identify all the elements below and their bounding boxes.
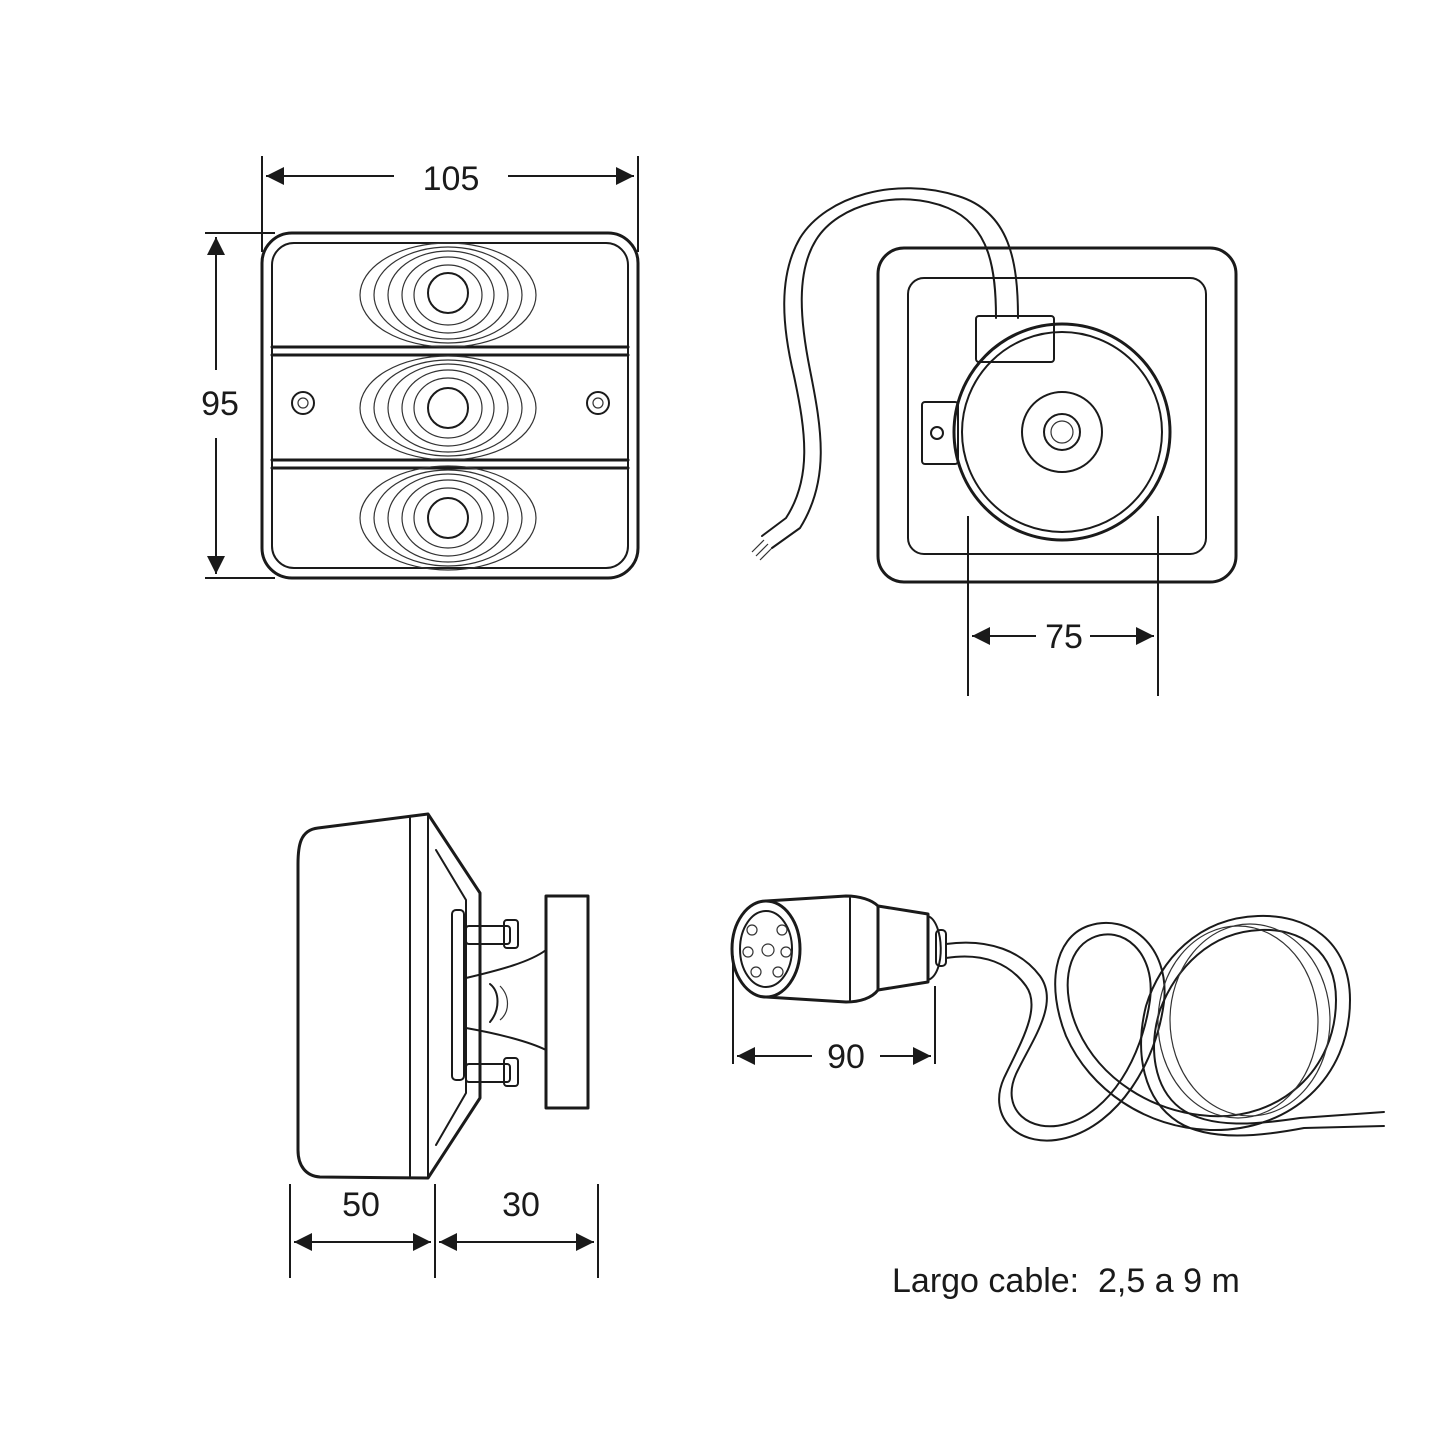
cable-length-note: Largo cable: 2,5 a 9 m [892, 1262, 1240, 1300]
lens-top [359, 242, 537, 348]
bolt-bottom [465, 1057, 519, 1087]
side-view [296, 812, 590, 1180]
rear-cable [751, 187, 1019, 561]
dimension-front-height: 95 [201, 232, 275, 579]
coiled-cable [945, 914, 1385, 1142]
rear-view [751, 187, 1238, 584]
side-depth-body-label: 50 [342, 1186, 380, 1224]
dimension-mount-spacing: 75 [967, 516, 1159, 696]
plug-length-label: 90 [827, 1038, 865, 1076]
screw-right-icon [586, 391, 610, 415]
front-height-label: 95 [201, 385, 239, 423]
dimension-plug-length: 90 [732, 956, 936, 1076]
front-width-label: 105 [423, 160, 480, 198]
dimension-front-width: 105 [261, 156, 639, 252]
bolt-top [465, 919, 519, 949]
plug-view [730, 894, 947, 1004]
side-depth-mount-label: 30 [502, 1186, 540, 1224]
front-view [260, 231, 640, 580]
mount-spacing-label: 75 [1045, 618, 1083, 656]
lens-middle [359, 355, 537, 461]
screw-left-icon [291, 391, 315, 415]
lens-bottom [359, 465, 537, 571]
dimension-side: 50 30 [289, 1184, 599, 1278]
